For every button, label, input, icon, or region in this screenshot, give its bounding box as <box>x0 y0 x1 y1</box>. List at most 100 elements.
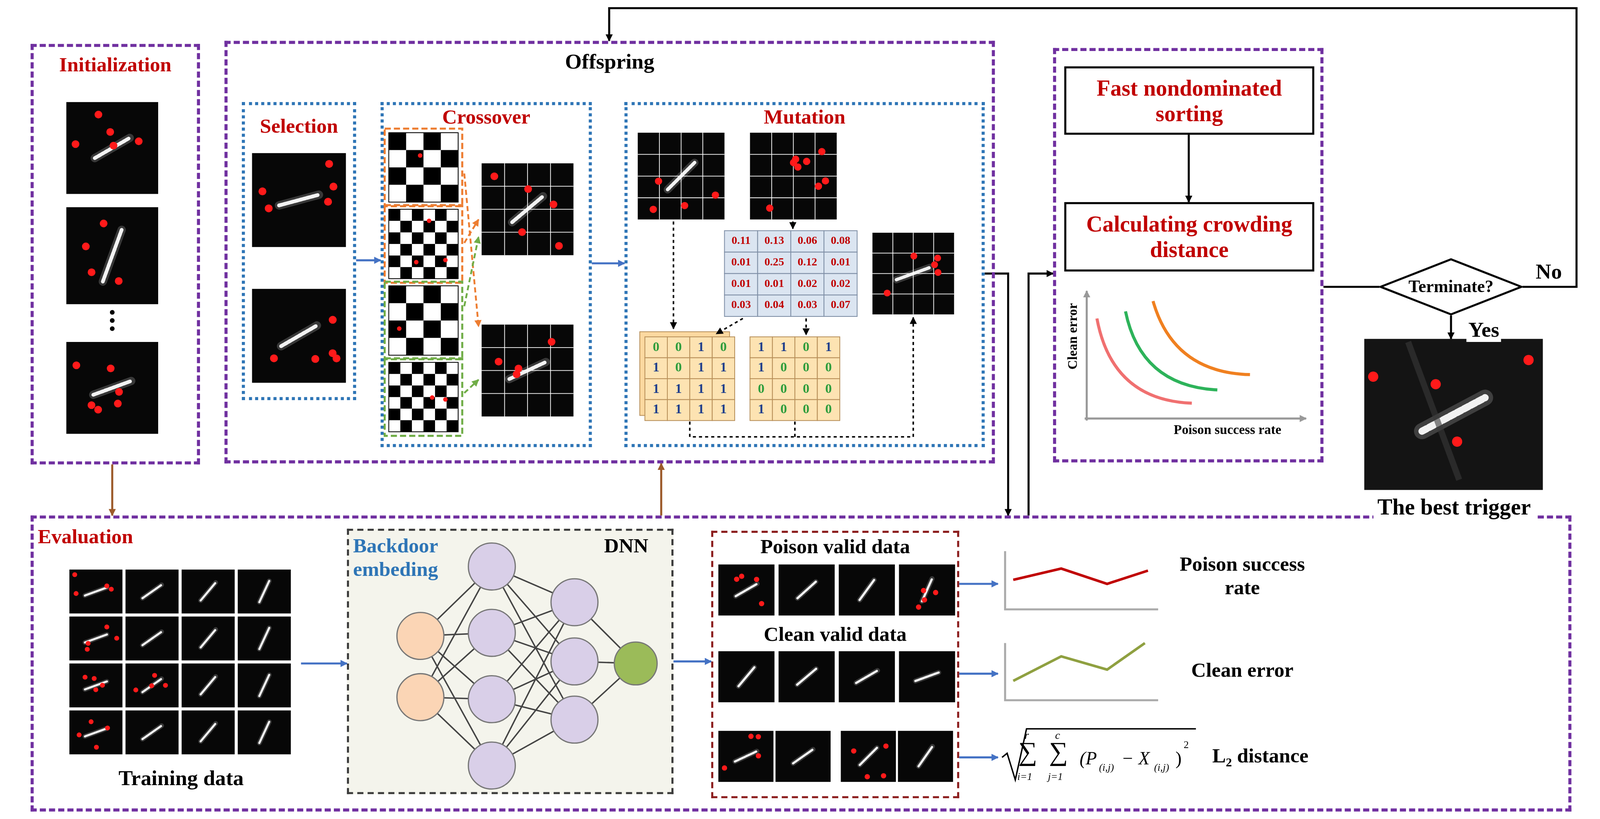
node-title: Calculating crowding distance <box>1066 210 1312 263</box>
image-ground <box>237 569 291 614</box>
pareto-front <box>1096 318 1192 404</box>
image-ground <box>69 616 123 661</box>
formula-part: j=1 <box>1047 770 1063 783</box>
grid-line <box>637 175 725 177</box>
trigger-dot <box>649 205 657 213</box>
trigger-dot <box>821 177 830 185</box>
trigger-dot <box>93 687 99 693</box>
image-ground <box>181 569 235 614</box>
sar-image <box>749 132 837 220</box>
mask-cell <box>667 378 690 400</box>
neuron <box>396 673 444 721</box>
ship <box>102 229 122 282</box>
process-box: Fast nondominated sorting <box>1064 66 1314 135</box>
sar-image <box>66 341 159 434</box>
grid-line <box>481 231 574 233</box>
stage-panel: EvaluationTraining dataBackdoor embeding… <box>30 515 1572 812</box>
image-ground <box>237 710 291 755</box>
mask-cell <box>689 378 712 400</box>
checker-cell <box>423 285 442 304</box>
ship-glow <box>859 579 875 600</box>
neuron <box>396 612 444 660</box>
trigger-dot <box>814 182 822 190</box>
mask-cell <box>712 399 735 421</box>
checker-cell <box>388 285 407 304</box>
mask-value: 1 <box>645 401 668 418</box>
trigger-dot <box>514 364 523 373</box>
formula-part: c <box>1054 728 1061 742</box>
image-ground <box>252 288 347 383</box>
ship <box>738 666 755 686</box>
edge-label: Yes <box>1466 317 1502 343</box>
sar-image <box>237 663 291 708</box>
mask-value: 1 <box>749 401 773 418</box>
trigger-dot <box>883 289 891 297</box>
mask-value: 0 <box>772 381 795 397</box>
checker-cell <box>423 266 436 279</box>
probability-cell <box>790 294 824 317</box>
art-shape <box>388 285 459 355</box>
image-ground <box>66 207 159 304</box>
image-ground <box>237 616 291 661</box>
probability-value: 0.04 <box>757 298 791 311</box>
trigger-dot <box>934 268 942 276</box>
trigger-dot <box>258 187 267 196</box>
trigger-dot <box>162 682 168 688</box>
checker-cell <box>446 396 459 409</box>
trigger-dot <box>711 191 719 199</box>
checker-cell <box>446 243 459 256</box>
trigger-dot <box>91 675 97 681</box>
parent-box <box>384 205 463 283</box>
connector <box>356 259 381 262</box>
ship-glow <box>142 725 162 740</box>
checker-cell <box>388 232 401 244</box>
grid-line <box>550 163 551 256</box>
probability-value: 0.03 <box>724 298 758 311</box>
image-ground <box>125 710 179 755</box>
trigger-dot <box>104 624 110 630</box>
mask-cell <box>794 399 818 421</box>
sar-image <box>125 663 179 708</box>
neuron <box>614 641 658 685</box>
mask-value: 1 <box>689 360 712 376</box>
flow-line <box>672 221 675 329</box>
checker-cell <box>388 320 407 338</box>
image-ground <box>718 650 775 702</box>
flow-line <box>792 221 794 229</box>
mask-cell <box>645 357 668 379</box>
mask-cell <box>772 357 795 379</box>
trigger-dot <box>135 137 143 146</box>
checker-cell <box>400 266 412 279</box>
sar-image <box>181 663 235 708</box>
mask-cell <box>667 336 690 358</box>
trigger-dot <box>72 572 77 577</box>
probability-cell <box>790 273 824 295</box>
ship <box>200 723 216 742</box>
image-ground <box>69 663 123 708</box>
trigger-dot <box>1523 354 1534 366</box>
sar-image <box>481 163 574 256</box>
image-ground <box>898 730 953 782</box>
ship <box>281 325 318 347</box>
image-ground <box>778 650 835 702</box>
sar-image <box>125 710 179 755</box>
mask-value: 0 <box>794 401 818 418</box>
figure-group: Poison success rate <box>998 545 1325 616</box>
mask-cell <box>749 357 773 379</box>
mask-value: 0 <box>817 401 840 418</box>
ship <box>142 584 162 599</box>
node-title: Poison valid data <box>711 534 959 559</box>
trigger-dot <box>396 326 402 331</box>
trigger-dot <box>766 204 774 212</box>
mask-value: 1 <box>772 339 795 355</box>
flow-line <box>805 318 807 335</box>
trigger-dot <box>494 357 503 366</box>
ship-glow <box>281 325 318 347</box>
probability-cell <box>724 294 758 317</box>
checker-cell <box>405 337 424 356</box>
trigger-dot <box>270 354 279 363</box>
checker-cell <box>388 408 401 420</box>
formula-part: i=1 <box>1017 770 1033 783</box>
trigger-dot <box>755 733 761 740</box>
